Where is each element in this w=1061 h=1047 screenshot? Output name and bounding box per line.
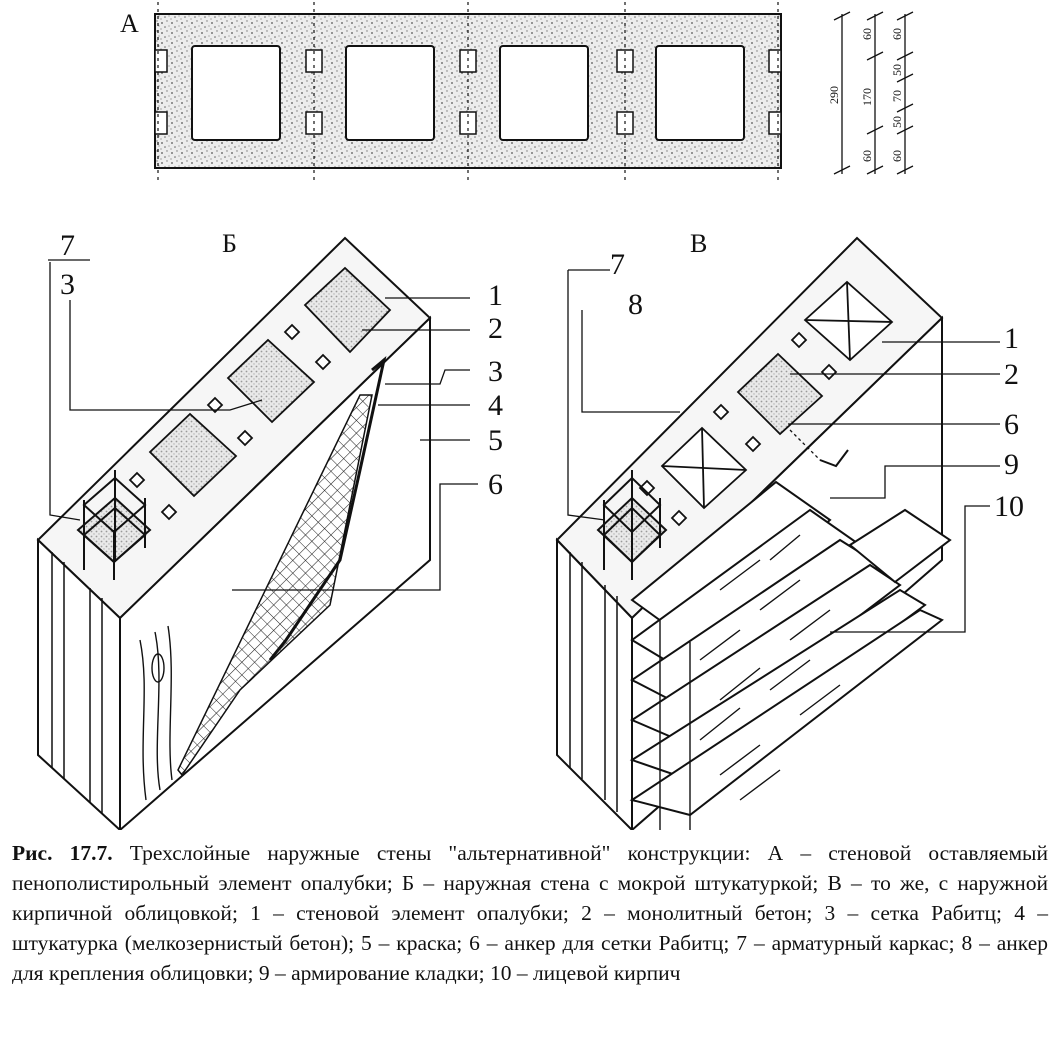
dim-right-2: 50: [890, 64, 904, 76]
dimension-lines: [833, 11, 914, 175]
label-c-9: 9: [1004, 448, 1019, 481]
panel-b-labels: 7 3 1 2 3 4 5 6: [60, 229, 503, 501]
dimension-labels: 290 60 170 60 60 50 70 50 60: [827, 28, 904, 162]
figure-caption: Рис. 17.7. Трехслойные наружные стены "а…: [12, 838, 1048, 988]
rebar-cage-c: [596, 470, 668, 580]
label-c-1: 1: [1004, 322, 1019, 355]
dim-right-4: 50: [890, 116, 904, 128]
label-b-3-left: 3: [60, 268, 75, 301]
label-b-1: 1: [488, 279, 503, 312]
label-c-8: 8: [628, 288, 643, 321]
label-c-10: 10: [994, 490, 1024, 523]
label-b-5: 5: [488, 424, 503, 457]
dim-center-1: 60: [860, 28, 874, 40]
brick-facing: [629, 480, 952, 830]
dim-right-5: 60: [890, 150, 904, 162]
figure-number: Рис. 17.7.: [12, 841, 113, 865]
panel-b-plaster-wall: Б: [36, 229, 503, 830]
label-b-3: 3: [488, 355, 503, 388]
panel-c-letter: В: [690, 229, 707, 258]
wood-grain: [139, 625, 173, 801]
plan-block: [154, 2, 782, 182]
dim-right-3: 70: [890, 90, 904, 102]
label-c-2: 2: [1004, 358, 1019, 391]
label-b-4: 4: [488, 389, 503, 422]
label-b-6: 6: [488, 468, 503, 501]
panel-a-letter: А: [120, 9, 139, 38]
panel-a-plan: А: [120, 2, 914, 182]
caption-text: Трехслойные наружные стены "альтернативн…: [12, 841, 1048, 985]
panel-b-letter: Б: [222, 229, 237, 258]
dim-center-3: 60: [860, 150, 874, 162]
wall-construction-figure: А: [36, 2, 1024, 830]
panel-c-labels: 7 8 1 2 6 9 10: [610, 248, 1024, 523]
label-b-7: 7: [60, 229, 75, 262]
dim-center-2: 170: [860, 88, 874, 106]
dim-total: 290: [827, 86, 841, 104]
label-c-6: 6: [1004, 408, 1019, 441]
panel-c-brick-wall: В: [555, 229, 1024, 830]
label-c-7: 7: [610, 248, 625, 281]
dim-right-1: 60: [890, 28, 904, 40]
rebar-cage-b: [76, 470, 152, 580]
label-b-2: 2: [488, 312, 503, 345]
